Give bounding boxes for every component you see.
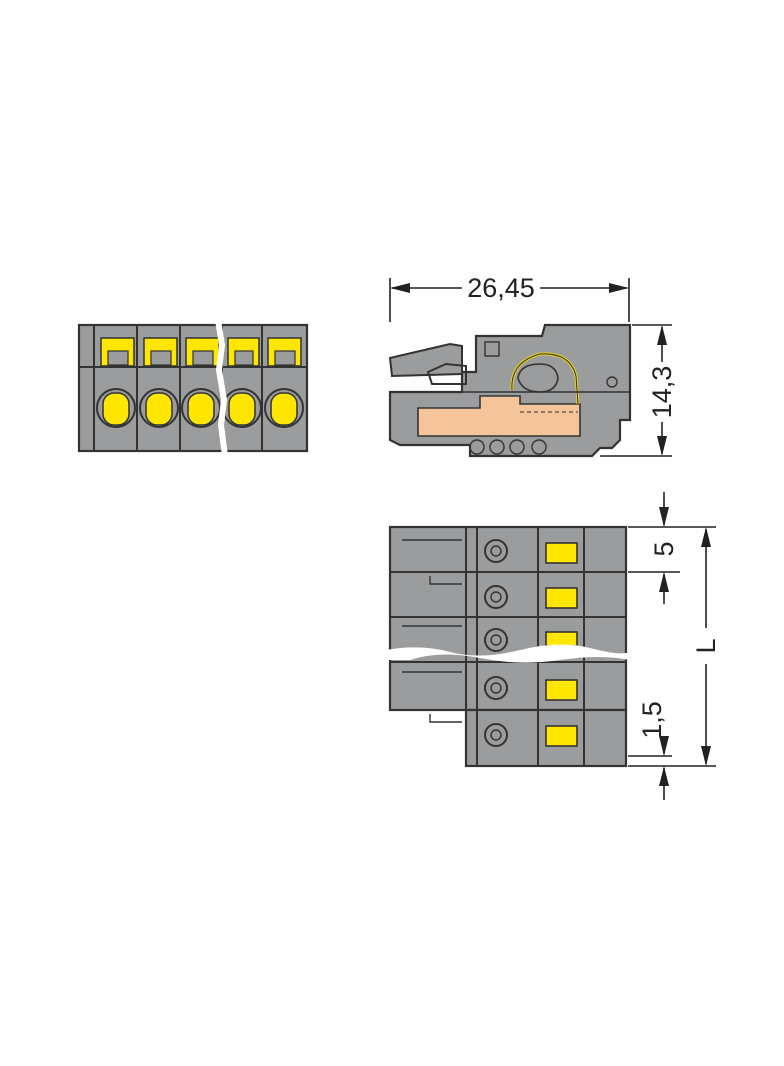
conductor-entry-5 bbox=[264, 388, 304, 428]
front-release-slots bbox=[100, 337, 302, 367]
front-view bbox=[77, 319, 309, 457]
pitch-dimension: 5 bbox=[628, 492, 716, 604]
top-hole-1 bbox=[484, 539, 508, 563]
width-dimension-label: 26,45 bbox=[467, 273, 535, 303]
top-lever-details bbox=[402, 539, 462, 723]
height-dimension-label: 14,3 bbox=[647, 366, 677, 419]
front-pole-dividers bbox=[79, 325, 307, 451]
top-slot-3 bbox=[545, 631, 578, 647]
release-slot-2 bbox=[143, 337, 178, 367]
contact-part bbox=[417, 395, 581, 437]
top-view bbox=[386, 525, 630, 768]
top-slot-2 bbox=[545, 587, 578, 609]
lever-latch bbox=[426, 362, 467, 385]
front-break-line bbox=[215, 319, 228, 457]
top-yellow-slots bbox=[545, 542, 578, 747]
top-hole-2 bbox=[484, 585, 508, 609]
clamp-opening bbox=[517, 363, 559, 393]
top-hole-3 bbox=[484, 628, 508, 652]
top-slot-5 bbox=[545, 725, 578, 747]
length-dimension-label: L bbox=[691, 638, 721, 653]
release-slot-4 bbox=[227, 337, 260, 367]
side-view bbox=[388, 323, 632, 458]
conductor-entry-4 bbox=[222, 388, 262, 428]
top-row-dividers bbox=[390, 527, 626, 766]
top-holes bbox=[484, 539, 508, 747]
top-hole-4 bbox=[484, 676, 508, 700]
offset-dimension: 1,5 bbox=[628, 701, 672, 800]
offset-dimension-label: 1,5 bbox=[637, 701, 667, 739]
top-housing bbox=[388, 525, 628, 712]
pitch-dimension-label: 5 bbox=[649, 541, 679, 556]
top-hole-5 bbox=[484, 723, 508, 747]
top-break-line bbox=[386, 644, 630, 663]
side-bottom-holes bbox=[469, 439, 547, 455]
release-lever bbox=[388, 342, 463, 378]
front-conductor-entries bbox=[96, 388, 304, 428]
top-slot-1 bbox=[545, 542, 578, 564]
release-slot-1 bbox=[100, 337, 135, 367]
length-dimension: L bbox=[628, 527, 721, 767]
top-slot-4 bbox=[545, 679, 578, 701]
release-slot-3 bbox=[185, 337, 220, 367]
side-square-detail bbox=[484, 341, 500, 357]
conductor-entry-3 bbox=[181, 388, 221, 428]
width-dimension: 26,45 bbox=[389, 273, 630, 322]
spring-clamp-outline bbox=[511, 353, 579, 405]
release-slot-5 bbox=[267, 337, 302, 367]
side-pin-hole bbox=[606, 376, 618, 388]
conductor-entry-2 bbox=[139, 388, 179, 428]
conductor-entry-1 bbox=[96, 388, 136, 428]
height-dimension: 14,3 bbox=[600, 324, 677, 457]
